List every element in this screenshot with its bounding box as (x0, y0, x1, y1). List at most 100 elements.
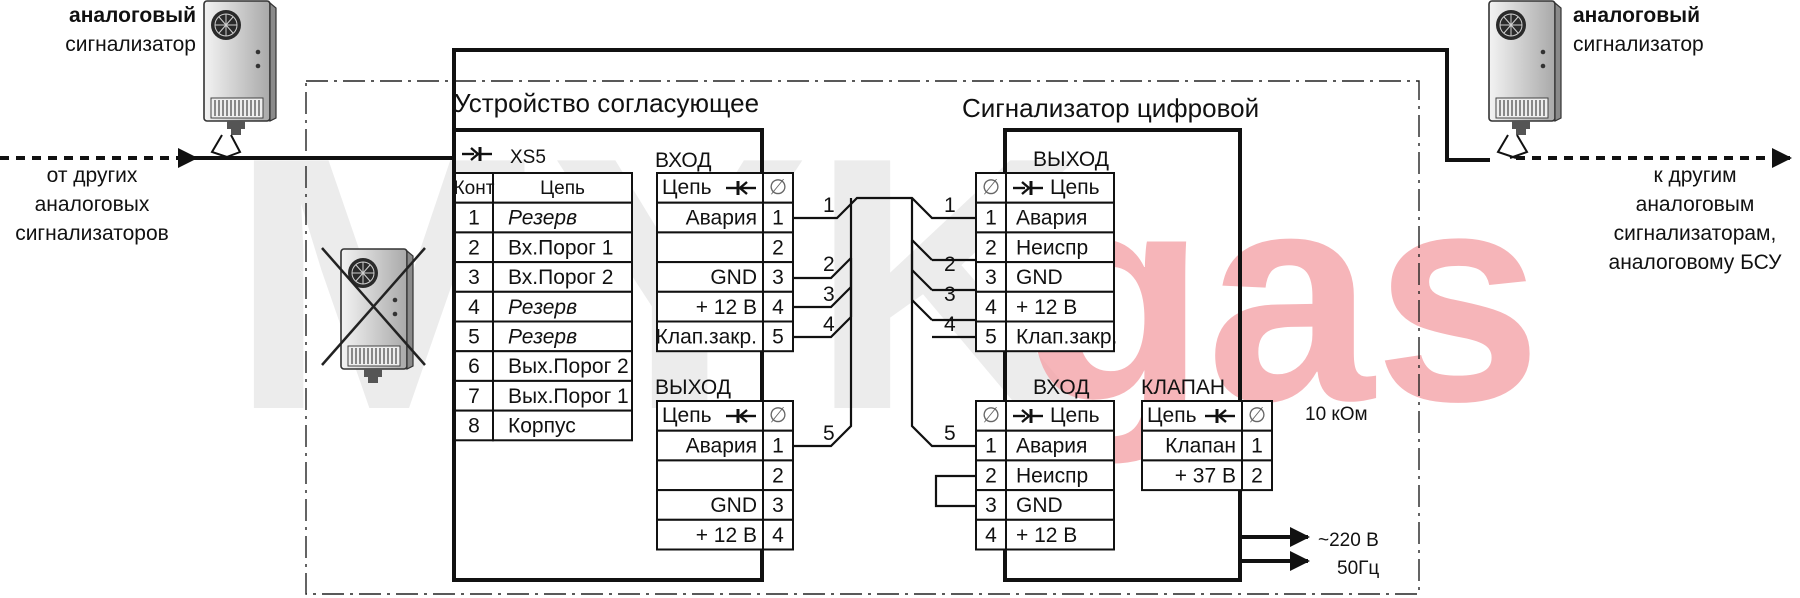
pin-number: 3 (985, 494, 997, 517)
note-right-line: сигнализаторам, (1614, 222, 1777, 245)
wire-number: 3 (944, 283, 956, 306)
note-left-line: аналоговых (35, 193, 150, 216)
xs5-circuit-cell (492, 320, 633, 353)
circuit-cell (656, 459, 764, 492)
pin-cell (975, 261, 1007, 293)
digital-signaler-title: Сигнализатор цифровой (962, 93, 1259, 123)
pin-number: 4 (985, 296, 997, 319)
xs5-circuit-name: Резерв (508, 326, 577, 349)
xs5-col-cep: Цепь (540, 178, 585, 199)
circuit-name: GND (1016, 494, 1063, 517)
pin-number: 4 (772, 524, 784, 547)
note-left-line: от других (47, 164, 138, 187)
xs5-circuit-cell (492, 350, 633, 382)
pin-number: 1 (985, 207, 997, 230)
left-output-label: ВЫХОД (655, 376, 731, 399)
sensor-left-title: аналоговый (69, 4, 196, 27)
xs5-circuit-name: Вых.Порог 1 (508, 385, 629, 408)
pin-cell (975, 459, 1007, 492)
circuit-name: GND (1016, 266, 1063, 289)
xs5-circuit-name: Резерв (508, 296, 577, 319)
wire-number: 3 (823, 283, 835, 306)
enclosure-border (305, 80, 1420, 595)
xs5-pin-number: 2 (468, 236, 480, 259)
phi-symbol: ∅ (769, 404, 787, 427)
power-frequency: 50Гц (1337, 558, 1379, 579)
pin-cell (975, 231, 1007, 264)
sensor-right-subtitle: сигнализатор (1573, 33, 1704, 56)
xs5-pin-cell (454, 320, 494, 353)
pin-number: 2 (985, 236, 997, 259)
circuit-name: + 12 В (696, 524, 757, 547)
xs5-circuit-name: Резерв (508, 207, 577, 230)
wire-numbers: 1 2 3 4 5 1 2 3 4 5 (823, 194, 956, 445)
wire-number: 4 (823, 313, 835, 336)
note-left: от других аналоговых сигнализаторов (15, 164, 169, 245)
right-input-label: ВХОД (1033, 376, 1090, 399)
xs5-circuit-name: Вх.Порог 2 (508, 266, 613, 289)
xs5-circuit-cell (492, 201, 633, 234)
jumper-wire (934, 474, 976, 508)
xs5-pin-cell (454, 350, 494, 382)
sensor-right-title: аналоговый (1573, 4, 1700, 27)
table-header-cell (975, 400, 1007, 432)
table-header-label: Цепь (1050, 176, 1100, 199)
wire-number: 4 (944, 313, 956, 336)
circuit-name: + 12 В (696, 296, 757, 319)
circuit-cell (1005, 518, 1115, 551)
circuit-name: Неиспр (1016, 236, 1088, 259)
xs5-col-kont: Конт (454, 178, 495, 199)
xs5-pin-number: 8 (468, 415, 480, 438)
circuit-name: + 37 В (1175, 464, 1236, 487)
circuit-name: Авария (1016, 435, 1087, 458)
pin-number: 2 (985, 464, 997, 487)
xs5-circuit-name: Вых.Порог 2 (508, 355, 629, 378)
pin-number: 2 (1251, 464, 1263, 487)
xs5-circuit-cell (492, 261, 633, 293)
digital-signaler-box (1003, 128, 1242, 582)
phi-symbol: ∅ (982, 404, 1000, 427)
circuit-name: + 12 В (1016, 296, 1077, 319)
circuit-cell (1005, 320, 1115, 353)
circuit-name: Неиспр (1016, 464, 1088, 487)
table-header-cell (975, 172, 1007, 204)
pin-number: 1 (772, 435, 784, 458)
phi-symbol: ∅ (982, 176, 1000, 199)
pin-number: 4 (772, 296, 784, 319)
table-header-label: Цепь (662, 404, 712, 427)
note-right-line: аналоговому БСУ (1609, 251, 1783, 274)
bus-wire (434, 48, 1490, 162)
circuit-cell (656, 231, 764, 264)
power-voltage: ~220 В (1318, 530, 1379, 551)
wire-number: 1 (944, 194, 956, 217)
note-right-line: аналоговым (1636, 193, 1755, 216)
pin-number: 2 (772, 464, 784, 487)
table-header-label: Цепь (662, 176, 712, 199)
crossing-wires (793, 196, 976, 448)
circuit-cell (1005, 290, 1115, 323)
table-header-cell (762, 172, 794, 204)
xs5-circuit-cell (492, 379, 633, 412)
phi-symbol: ∅ (1248, 404, 1266, 427)
pin-number: 4 (985, 524, 997, 547)
circuit-cell (656, 518, 764, 551)
circuit-name: Клапан (1165, 435, 1236, 458)
circuit-name: Клап.закр. (656, 326, 757, 349)
note-left-line: сигнализаторов (15, 222, 169, 245)
phi-symbol: ∅ (769, 176, 787, 199)
wire-number: 1 (823, 194, 835, 217)
wire-number: 2 (823, 253, 835, 276)
xs5-circuit-cell (492, 409, 633, 442)
pin-number: 5 (772, 326, 784, 349)
circuit-cell (656, 489, 764, 521)
pin-number: 1 (772, 207, 784, 230)
wire-number: 5 (944, 422, 956, 445)
circuit-name: Клап.закр. (1016, 326, 1117, 349)
sensor-right: аналоговый сигнализатор (1488, 0, 1704, 159)
xs5-circuit-cell (492, 231, 633, 264)
